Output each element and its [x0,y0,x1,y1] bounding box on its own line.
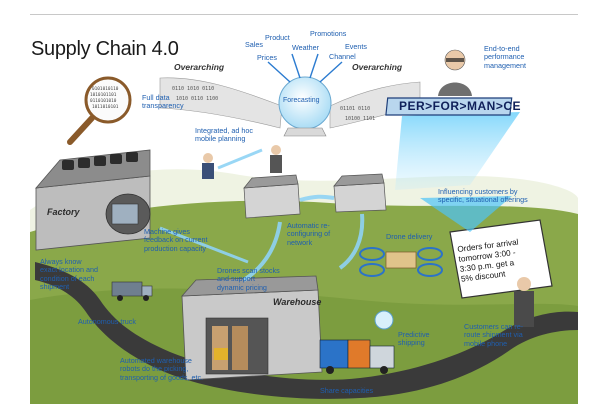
network-building-left [243,183,301,219]
drone-delivery-label: Drone delivery [386,232,433,241]
road [35,262,578,399]
factory-label: Factory [47,207,80,217]
share-capacities-label: Share capacities [320,386,374,395]
input-sales: Sales [245,40,263,49]
data-flow-band-left [159,77,283,129]
customer-with-phone [514,277,534,327]
performance-board-text: PER>FOR>MAN>CE [398,99,522,113]
magnifier-lens [84,76,132,124]
overarching-right-label: Overarching [352,62,403,72]
delivery-drone [359,247,443,277]
warehouse-label: Warehouse [273,297,322,307]
page-title: Supply Chain 4.0 [31,38,179,60]
input-channel: Channel [329,52,356,61]
automated-warehouse-label: Automated warehouse robots do the pickin… [120,356,204,382]
reroute-shipment-label: Customers can re- route shipment via mob… [464,322,524,348]
reconfiguring-label: Automatic re- configuring of network [287,221,331,247]
share-capacities-vehicles [319,339,395,374]
autonomous-truck-label: Autonomous truck [78,317,136,326]
analyst-head [271,145,281,155]
autonomous-truck [111,281,153,301]
predictive-ball [374,310,394,330]
predictive-shipping-label: Predictive shipping [398,330,430,348]
network-building-right [333,182,387,213]
influencing-customers-label: Influencing customers by specific, situa… [438,187,528,205]
forecasting-label: Forecasting [283,97,320,104]
input-prices: Prices [257,53,277,62]
svg-text:1010 0110 1100: 1010 0110 1100 [176,96,218,102]
input-promotions: Promotions [310,29,347,38]
planner-head [203,153,213,163]
analyst-body [270,155,282,173]
planner-body [202,163,214,179]
factory-machine [111,203,139,225]
svg-text:0101010110: 0101010110 [92,86,119,92]
svg-text:1010101101: 1010101101 [90,92,117,98]
svg-text:01101 0110: 01101 0110 [340,106,370,112]
data-beam [395,112,520,190]
input-weather: Weather [292,43,320,52]
performance-board [385,97,513,116]
phone-beam [420,196,512,232]
top-rule [30,14,578,15]
svg-text:10100 1101: 10100 1101 [345,116,375,122]
end-to-end-performance-label: End-to-end performance management [484,44,526,70]
input-product: Product [265,33,290,42]
machine-feedback-label: Machine gives feedback on current produc… [144,227,208,253]
globe-stand [283,127,327,137]
magnifier-handle [67,115,95,145]
svg-text:1011010101: 1011010101 [92,104,119,110]
drones-scan-label: Drones scan stocks and support dynamic p… [217,266,280,292]
forklift-robot [214,348,228,360]
svg-text:0110 1010 0110: 0110 1010 0110 [172,86,214,92]
input-events: Events [345,42,367,51]
manager-body [438,82,472,96]
mobile-planning-label: Integrated, ad hoc mobile planning [195,126,253,144]
shipment-location-label: Always know exact location and condition… [40,257,98,292]
overarching-left-label: Overarching [174,62,225,72]
svg-text:0110101010: 0110101010 [90,98,117,104]
full-data-transparency-label: Full data transparency [142,93,184,111]
